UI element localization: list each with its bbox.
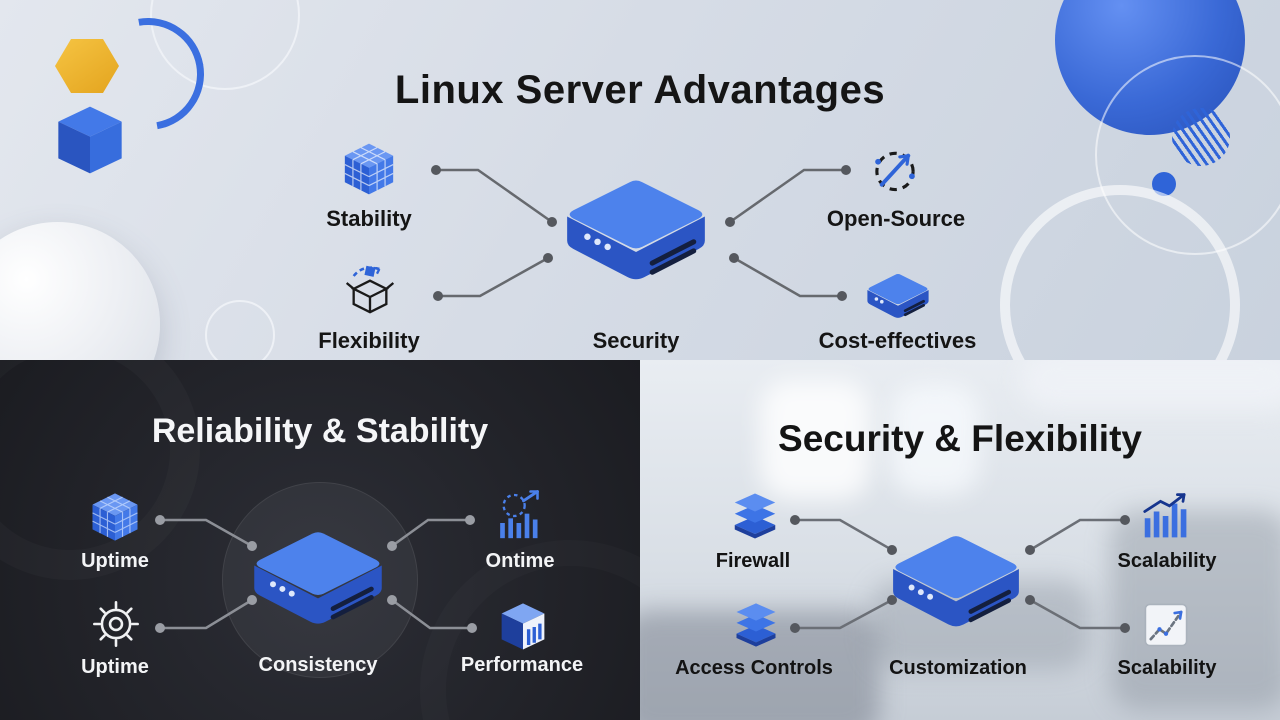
outline-circle-decoration xyxy=(205,300,275,360)
node-label-stability: Stability xyxy=(326,206,412,231)
layers-stack-icon xyxy=(728,488,782,544)
cube-grid-icon xyxy=(88,490,142,544)
node-label-customization: Customization xyxy=(889,657,1027,679)
node-label-security: Security xyxy=(592,328,680,353)
open-box-icon xyxy=(342,262,398,318)
section-title-security-flexibility: Security & Flexibility xyxy=(778,418,1142,459)
server-box-icon xyxy=(555,176,717,292)
hatched-circle-decoration xyxy=(1172,108,1230,166)
white-sphere-decoration xyxy=(0,222,160,360)
node-label-performance: Performance xyxy=(460,654,584,676)
node-label-open-source: Open-Source xyxy=(826,206,966,231)
node-label-consistency: Consistency xyxy=(258,654,378,676)
trend-chart-icon xyxy=(1140,598,1192,652)
panel-security-flexibility: Security & Flexibility Firewall xyxy=(640,360,1280,720)
node-label-access-controls: Access Controls xyxy=(675,657,833,679)
cube-grid-icon xyxy=(340,140,398,198)
node-label-uptime-1: Uptime xyxy=(81,550,149,572)
dark-circle-decoration xyxy=(0,360,200,580)
node-label-scalability-2: Scalability xyxy=(1117,657,1217,679)
server-box-icon xyxy=(882,532,1030,638)
node-label-flexibility: Flexibility xyxy=(318,328,420,353)
chair-shadow-decoration xyxy=(1110,510,1280,710)
server-box-icon xyxy=(243,528,393,636)
mini-server-icon xyxy=(862,272,934,322)
node-label-ontime: Ontime xyxy=(485,550,555,572)
outline-ring-decoration xyxy=(1000,185,1240,360)
node-label-firewall: Firewall xyxy=(715,550,791,572)
page-title: Linux Server Advantages xyxy=(394,68,886,112)
panel-reliability-stability: Reliability & Stability Uptime xyxy=(0,360,640,720)
node-label-uptime-2: Uptime xyxy=(81,656,149,678)
dashed-circle-icon xyxy=(866,140,924,198)
ceiling-decoration xyxy=(1020,360,1280,410)
layers-stack-icon xyxy=(730,598,782,652)
gear-icon xyxy=(90,598,142,650)
panel-linux-server-advantages: Linux Server Advantages xyxy=(0,0,1280,360)
blue-cube-decoration xyxy=(50,100,130,180)
window-light-decoration xyxy=(760,380,870,500)
bar-chart-clock-icon xyxy=(492,488,548,544)
section-title-reliability: Reliability & Stability xyxy=(151,412,489,450)
cube-bars-icon xyxy=(496,600,550,654)
window-light-decoration xyxy=(890,385,980,495)
bars-growth-icon xyxy=(1138,488,1192,544)
node-label-scalability-1: Scalability xyxy=(1117,550,1217,572)
node-label-cost-effectives: Cost-effectives xyxy=(818,328,977,353)
